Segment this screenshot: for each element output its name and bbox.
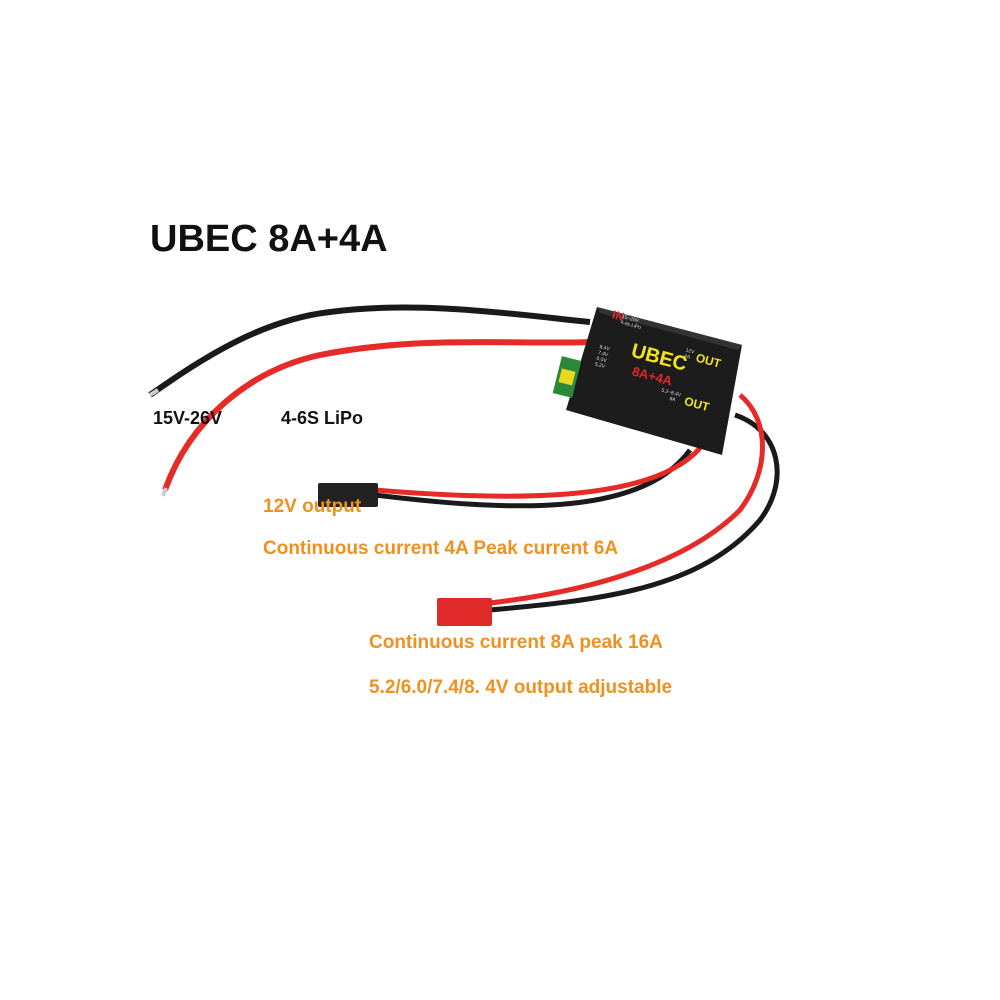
output8-black-wire: [489, 412, 780, 613]
device-labels: IN UBEC 8A+4A OUT OUT 15~26V 4-6s LiPo 1…: [594, 307, 723, 414]
red-wire-tip: [161, 487, 168, 497]
output-adjustable-current: Continuous current 8A peak 16A: [369, 632, 663, 653]
input-red-wire: [162, 339, 591, 492]
device-out2: OUT: [683, 394, 712, 414]
jumper-value: 6.0V: [596, 356, 608, 365]
jumper-value: 7.4V: [597, 350, 609, 359]
jumper-value: 8.4V: [599, 344, 611, 353]
out1-spec-current: 4A: [683, 353, 691, 361]
output-12v-label: 12V output: [263, 496, 362, 517]
output8-red-wire: [489, 393, 765, 606]
in-spec-battery: 4-6s LiPo: [620, 320, 642, 331]
output-adjustable-voltage: 5.2/6.0/7.4/8. 4V output adjustable: [369, 677, 673, 698]
device-out1: OUT: [694, 351, 723, 371]
jumper-cap: [558, 368, 576, 386]
device-in-label: IN: [611, 307, 626, 324]
input-battery: 4-6S LiPo: [281, 408, 364, 428]
12v-connector: [318, 483, 378, 507]
product-title: UBEC 8A+4A: [150, 218, 388, 260]
output-12v-current: Continuous current 4A Peak current 6A: [263, 538, 619, 559]
jumper-value: 5.2V: [594, 361, 606, 370]
out1-spec-voltage: 12V: [685, 347, 696, 355]
ubec-body-edge: [597, 307, 742, 350]
input-voltage: 15V-26V: [153, 408, 223, 428]
input-black-wire: [148, 304, 591, 398]
out2-spec-current: 8A: [669, 396, 677, 404]
in-spec-voltage: 15~26V: [621, 314, 640, 324]
black-wire-tip: [148, 388, 160, 397]
out2-spec-voltage: 5.2~8.4V: [661, 388, 683, 399]
jst-connector: [437, 598, 492, 626]
ubec-body: [566, 307, 742, 455]
output12-red-wire: [374, 446, 702, 499]
